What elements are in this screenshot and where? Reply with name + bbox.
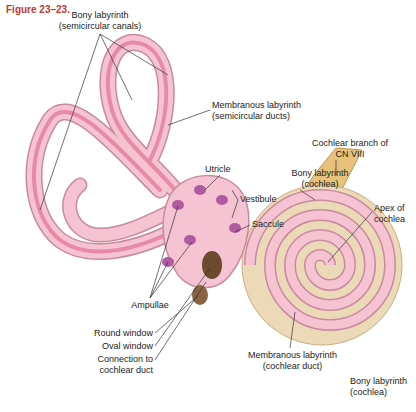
part-label: Saccule	[252, 219, 297, 230]
figure-title: Figure 23–23.	[6, 4, 70, 15]
part-label: Membranous labyrinth (semicircular ducts…	[212, 100, 307, 122]
cochlear-duct	[250, 195, 390, 325]
round-window	[192, 285, 208, 305]
part-label: Bony labyrinth (cochlea)	[285, 168, 355, 190]
part-label: Cochlear branch of CN VIII	[310, 138, 390, 160]
leader-lines	[40, 34, 372, 360]
part-label: Round window	[70, 328, 153, 339]
part-label: Apex of cochlea	[374, 203, 416, 225]
part-label: Bony labyrinth (semicircular canals)	[50, 10, 150, 32]
part-label: Oval window	[70, 341, 153, 352]
cochlear-spiral	[250, 195, 390, 325]
ampullae	[162, 185, 241, 267]
part-label: Vestibule	[240, 194, 290, 205]
part-label: Membranous labyrinth (cochlear duct)	[240, 350, 345, 372]
part-label: Bony labyrinth (cochlea)	[350, 376, 416, 398]
part-label: Utricle	[205, 164, 245, 175]
part-label: Ampullae	[120, 300, 180, 311]
semicircular-canals	[34, 42, 185, 251]
part-label: Connection to cochlear duct	[70, 354, 153, 376]
